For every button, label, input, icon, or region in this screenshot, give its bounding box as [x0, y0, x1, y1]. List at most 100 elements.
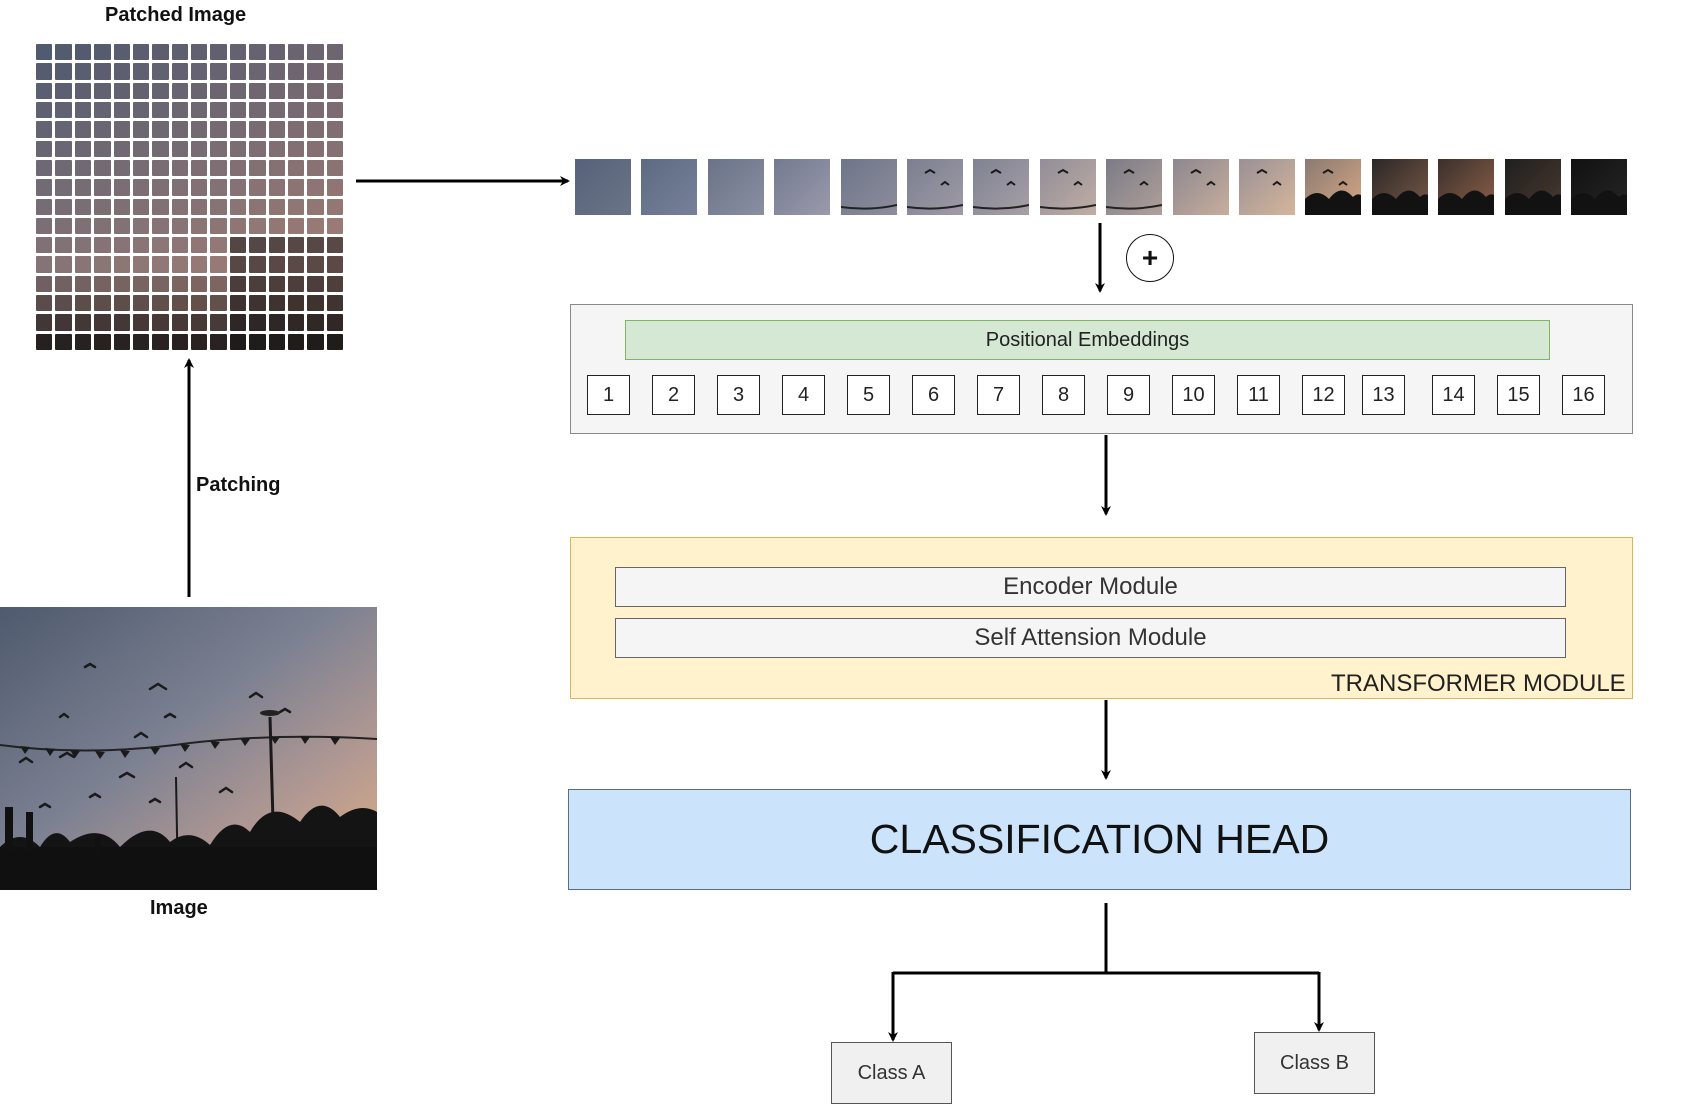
sequence-patch — [1372, 159, 1428, 215]
sequence-patch — [973, 159, 1029, 215]
position-index: 13 — [1362, 375, 1405, 415]
image-patch — [210, 179, 227, 196]
image-patch — [326, 217, 343, 235]
image-patch — [307, 333, 324, 350]
image-patch — [326, 44, 343, 61]
image-patch — [36, 275, 53, 293]
sequence-patch — [1173, 159, 1229, 215]
image-patch — [94, 44, 111, 61]
image-patch — [113, 44, 130, 61]
image-patch — [210, 217, 227, 235]
sequence-patch — [1040, 159, 1096, 215]
image-patch — [132, 63, 150, 80]
image-patch — [152, 256, 169, 273]
image-patch — [94, 179, 111, 196]
image-patch — [132, 256, 150, 273]
image-patch — [249, 275, 266, 293]
sequence-patch — [1106, 159, 1162, 215]
image-patch — [94, 217, 111, 235]
image-patch — [74, 140, 92, 157]
image-patch — [74, 63, 92, 80]
image-patch — [171, 256, 188, 273]
image-patch — [132, 314, 150, 331]
image-patch — [132, 179, 150, 196]
image-patch — [326, 198, 343, 215]
image-patch — [191, 140, 208, 157]
image-patch — [113, 121, 130, 138]
image-patch — [229, 63, 247, 80]
image-patch — [307, 256, 324, 273]
image-patch — [132, 295, 150, 312]
image-patch — [229, 256, 247, 273]
image-patch — [171, 101, 188, 119]
image-patch — [132, 82, 150, 99]
image-patch — [249, 82, 266, 99]
image-patch — [287, 82, 305, 99]
image-patch — [94, 275, 111, 293]
image-patch — [287, 140, 305, 157]
image-patch — [326, 82, 343, 99]
image-patch — [113, 256, 130, 273]
image-patch — [171, 159, 188, 177]
image-patch — [152, 333, 169, 350]
image-patch — [191, 82, 208, 99]
image-patch — [152, 295, 169, 312]
image-patch — [152, 82, 169, 99]
image-patch — [113, 63, 130, 80]
image-patch — [74, 333, 92, 350]
image-patch — [307, 198, 324, 215]
image-patch — [36, 198, 53, 215]
image-patch — [307, 101, 324, 119]
image-patch — [307, 314, 324, 331]
image-patch — [113, 237, 130, 254]
image-patch — [268, 237, 285, 254]
image-patch — [36, 217, 53, 235]
image-patch — [287, 237, 305, 254]
image-patch — [171, 217, 188, 235]
position-index: 14 — [1432, 375, 1475, 415]
image-patch — [191, 295, 208, 312]
image-patch — [191, 237, 208, 254]
image-patch — [113, 179, 130, 196]
image-patch — [171, 333, 188, 350]
position-index: 15 — [1497, 375, 1540, 415]
image-patch — [326, 63, 343, 80]
image-patch — [36, 237, 53, 254]
image-patch — [307, 63, 324, 80]
image-patch — [191, 179, 208, 196]
image-patch — [74, 217, 92, 235]
image-patch — [191, 63, 208, 80]
image-patch — [229, 179, 247, 196]
image-patch — [94, 63, 111, 80]
image-patch — [268, 140, 285, 157]
image-patch — [307, 179, 324, 196]
image-patch — [152, 140, 169, 157]
classification-head: CLASSIFICATION HEAD — [568, 789, 1631, 890]
image-patch — [152, 198, 169, 215]
image-patch — [55, 63, 72, 80]
image-patch — [152, 44, 169, 61]
image-patch — [191, 159, 208, 177]
image-patch — [152, 314, 169, 331]
image-patch — [268, 275, 285, 293]
image-patch — [191, 44, 208, 61]
image-patch — [55, 159, 72, 177]
image-patch — [210, 140, 227, 157]
image-patch — [326, 159, 343, 177]
position-index: 3 — [717, 375, 760, 415]
image-patch — [152, 217, 169, 235]
image-patch — [74, 44, 92, 61]
image-patch — [132, 237, 150, 254]
image-patch — [171, 198, 188, 215]
positional-embedding-group: Positional Embeddings 1 2 3 4 5 6 7 8 9 … — [570, 304, 1633, 434]
image-patch — [326, 121, 343, 138]
position-index: 1 — [587, 375, 630, 415]
image-patch — [152, 275, 169, 293]
image-patch — [113, 82, 130, 99]
image-patch — [268, 63, 285, 80]
sequence-patch — [1505, 159, 1561, 215]
image-patch — [268, 121, 285, 138]
image-patch — [132, 198, 150, 215]
position-index: 11 — [1237, 375, 1280, 415]
image-patch — [268, 179, 285, 196]
